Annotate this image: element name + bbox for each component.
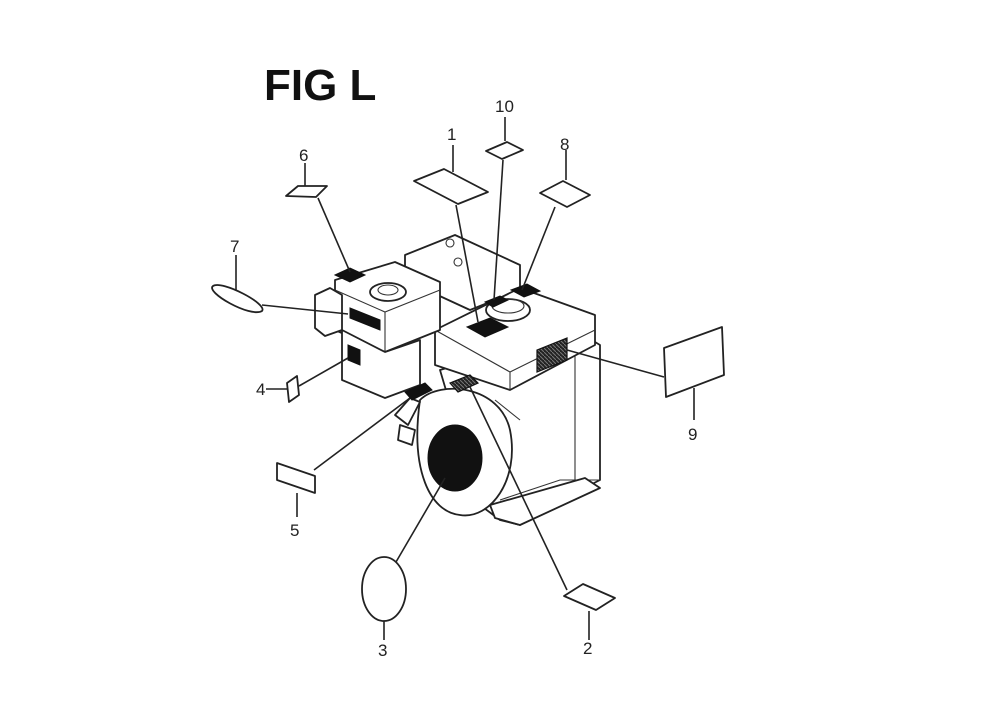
- decal-5: [276, 462, 316, 494]
- engine-illustration: [314, 234, 601, 526]
- callout-10: 10: [495, 97, 514, 116]
- decal-2-patch: [448, 374, 480, 393]
- engine-base: [489, 477, 601, 526]
- air-cleaner-decal-6: [333, 267, 367, 283]
- callout-6: 6: [299, 146, 308, 165]
- callout-2: 2: [583, 639, 592, 658]
- leader-lines: [235, 117, 695, 640]
- tank-decal-9: [536, 337, 568, 373]
- decal-parts: [211, 141, 725, 622]
- decal-7: [211, 284, 264, 314]
- decal-9: [663, 326, 725, 398]
- tank-decal-8: [509, 283, 542, 298]
- decal-5-patch: [404, 382, 433, 401]
- decal-4: [286, 375, 300, 403]
- recoil-center: [427, 424, 483, 492]
- decal-6: [285, 185, 328, 198]
- carb-decal-4: [347, 344, 361, 366]
- callout-7: 7: [230, 237, 239, 256]
- tank-decal-10: [483, 295, 510, 308]
- callout-numbers: 1 10 8 6 7 4 5 3 2 9: [230, 97, 697, 660]
- callout-8: 8: [560, 135, 569, 154]
- callout-9: 9: [688, 425, 697, 444]
- figure-title: FIG L: [264, 61, 376, 110]
- decal-8: [539, 180, 591, 208]
- air-cleaner-knob: [369, 282, 407, 302]
- callout-5: 5: [290, 521, 299, 540]
- tank-decal-1: [465, 317, 510, 338]
- decal-3: [361, 556, 407, 622]
- callout-4: 4: [256, 380, 265, 399]
- decal-1: [413, 168, 489, 205]
- starter-handle: [394, 397, 421, 426]
- callout-1: 1: [447, 125, 456, 144]
- air-cleaner-decal-7: [349, 307, 381, 331]
- decal-10: [485, 141, 524, 160]
- callout-3: 3: [378, 641, 387, 660]
- decal-2: [563, 583, 616, 611]
